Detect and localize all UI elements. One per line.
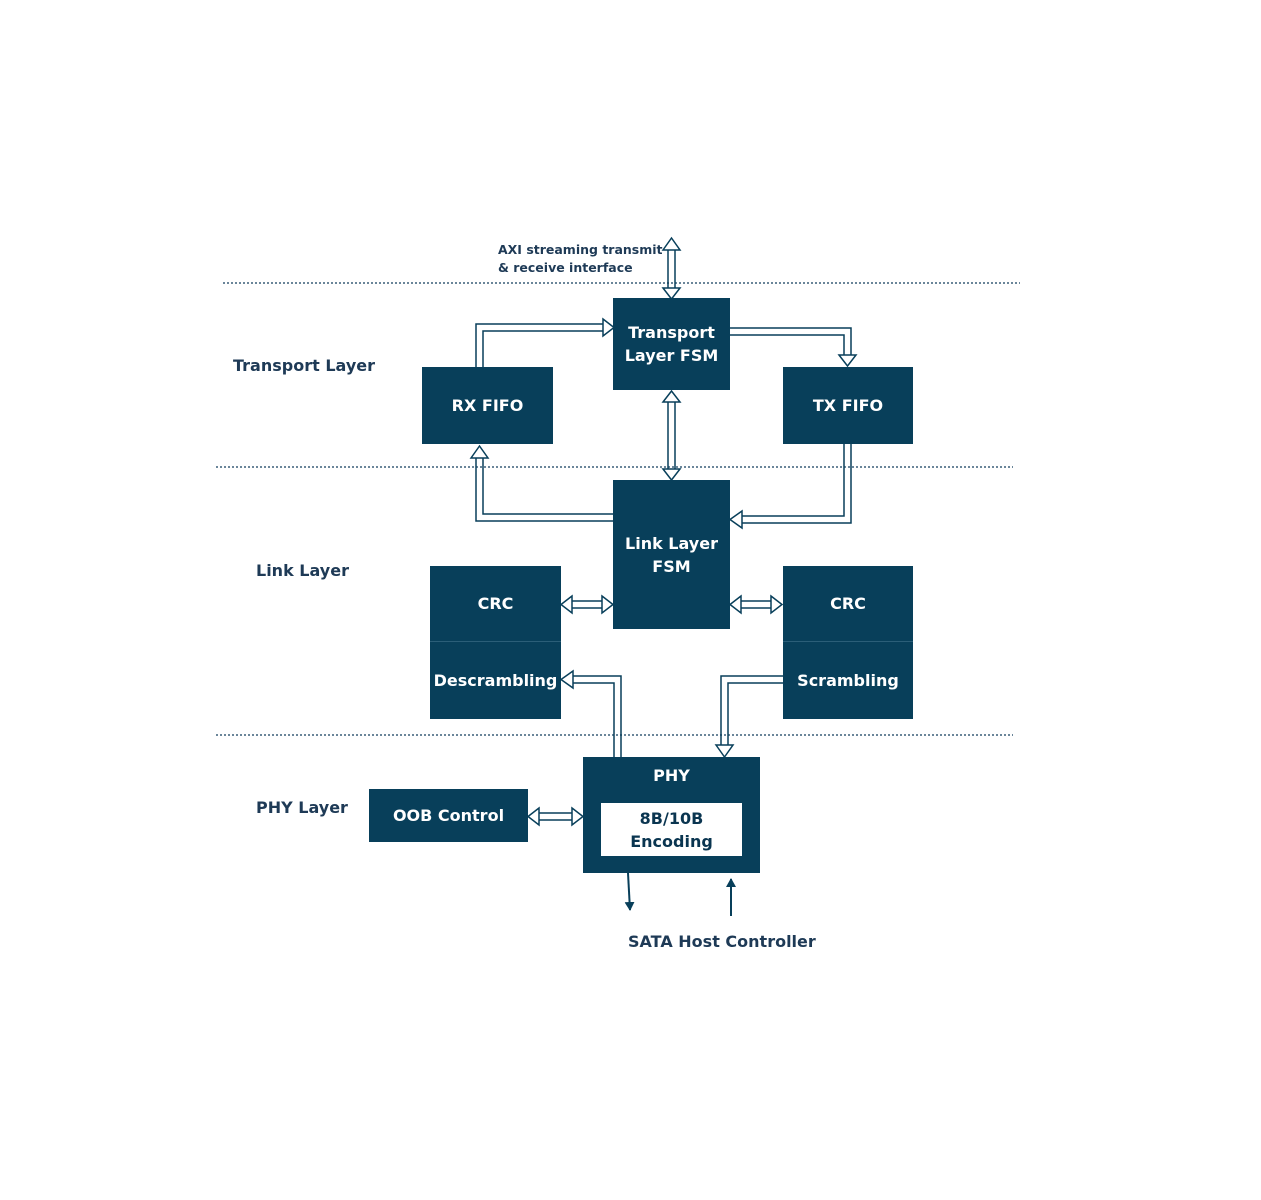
- axi-interface-note: AXI streaming transmit & receive interfa…: [498, 241, 663, 277]
- crc-left-cell: CRC: [430, 566, 561, 641]
- link-fsm-line2: FSM: [652, 556, 691, 576]
- scrambling-label: Scrambling: [797, 671, 899, 690]
- encoding-block: 8B/10B Encoding: [601, 803, 742, 856]
- descrambling-label: Descrambling: [433, 671, 558, 690]
- link-layer-label: Link Layer: [256, 561, 349, 580]
- phy-layer-label: PHY Layer: [256, 798, 348, 817]
- rxfifo-to-transport-arrow: [475, 317, 616, 368]
- rx-fifo-label: RX FIFO: [451, 396, 524, 415]
- tx-fifo-label: TX FIFO: [812, 396, 884, 415]
- encoding-line2: Encoding: [630, 831, 713, 851]
- crc-left-link-arrow: [559, 594, 615, 615]
- transport-layer-label: Transport Layer: [233, 356, 375, 375]
- scrambling-to-phy-arrow: [714, 675, 783, 759]
- axi-arrow: [661, 236, 682, 301]
- link-to-rxfifo-arrow: [469, 444, 614, 522]
- phy-label: PHY: [653, 766, 690, 785]
- encoding-line1: 8B/10B: [639, 808, 704, 828]
- crc-right-cell: CRC: [783, 566, 913, 641]
- oob-phy-arrow: [526, 806, 585, 827]
- transport-link-arrow: [661, 389, 682, 482]
- crc-descrambling-block: CRC Descrambling: [430, 566, 561, 719]
- crc-scrambling-block: CRC Scrambling: [783, 566, 913, 719]
- axi-note-line2: & receive interface: [498, 260, 633, 275]
- crc-left-divider: [430, 641, 561, 642]
- phy-to-descrambling-arrow: [559, 669, 622, 758]
- link-fsm-line1: Link Layer: [625, 533, 718, 553]
- descrambling-cell: Descrambling: [430, 642, 561, 719]
- axi-note-line1: AXI streaming transmit: [498, 242, 663, 257]
- transport-layer-fsm-block: Transport Layer FSM: [613, 298, 730, 390]
- sata-host-controller-label: SATA Host Controller: [628, 932, 816, 951]
- rx-fifo-block: RX FIFO: [422, 367, 553, 444]
- oob-control-block: OOB Control: [369, 789, 528, 842]
- oob-control-label: OOB Control: [392, 806, 505, 825]
- transport-to-txfifo-arrow: [729, 327, 858, 368]
- link-layer-fsm-block: Link Layer FSM: [613, 480, 730, 629]
- phy-out-arrow: [624, 872, 635, 911]
- crc-right-link-arrow: [728, 594, 784, 615]
- tx-fifo-block: TX FIFO: [783, 367, 913, 444]
- transport-fsm-line1: Transport: [628, 323, 715, 342]
- scrambling-cell: Scrambling: [783, 642, 913, 719]
- crc-left-label: CRC: [477, 594, 514, 613]
- phy-block: PHY 8B/10B Encoding: [583, 757, 760, 873]
- crc-right-divider: [783, 641, 913, 642]
- crc-right-label: CRC: [830, 594, 866, 613]
- transport-fsm-line2: Layer FSM: [624, 346, 719, 365]
- txfifo-to-link-arrow: [728, 444, 852, 530]
